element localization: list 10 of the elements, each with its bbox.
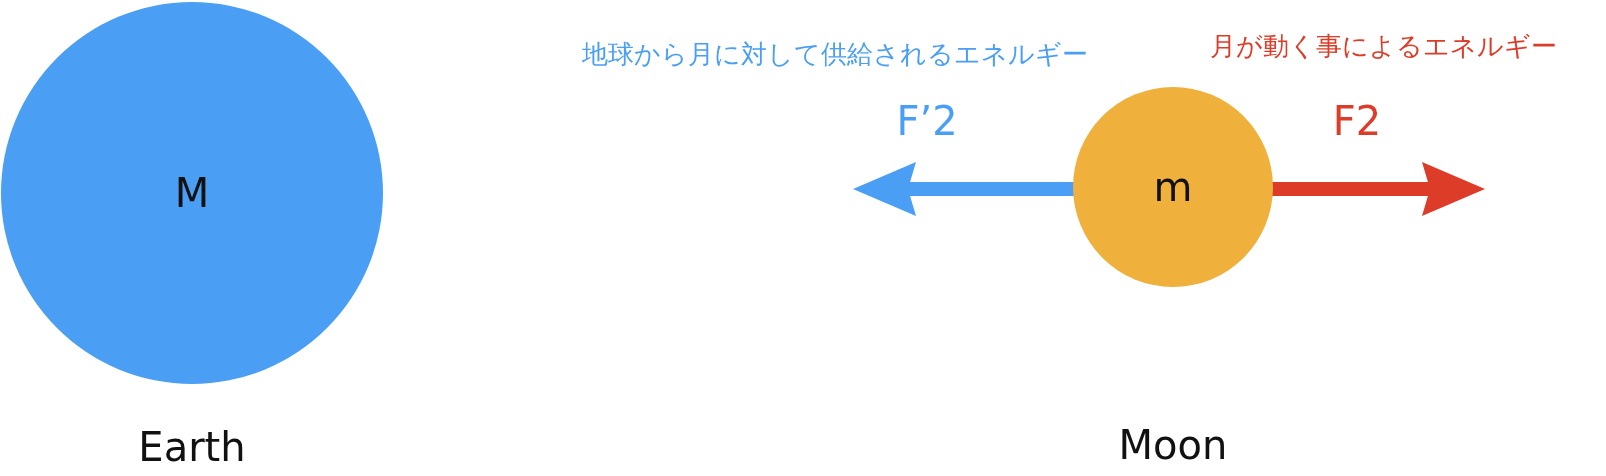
mass-symbol: M [174,170,210,216]
earth-circle [1,2,383,384]
energy-note: 月が動く事によるエネルギー [1209,29,1557,63]
body-caption: Earth [138,424,246,470]
mass-symbol: m [1153,164,1193,210]
force-label: F2 [1332,98,1382,144]
force-label: F’2 [896,98,958,144]
body-caption: Moon [1118,422,1228,468]
energy-note: 地球から月に対して供給されるエネルギー [582,37,1088,71]
moon-circle [1073,87,1273,287]
